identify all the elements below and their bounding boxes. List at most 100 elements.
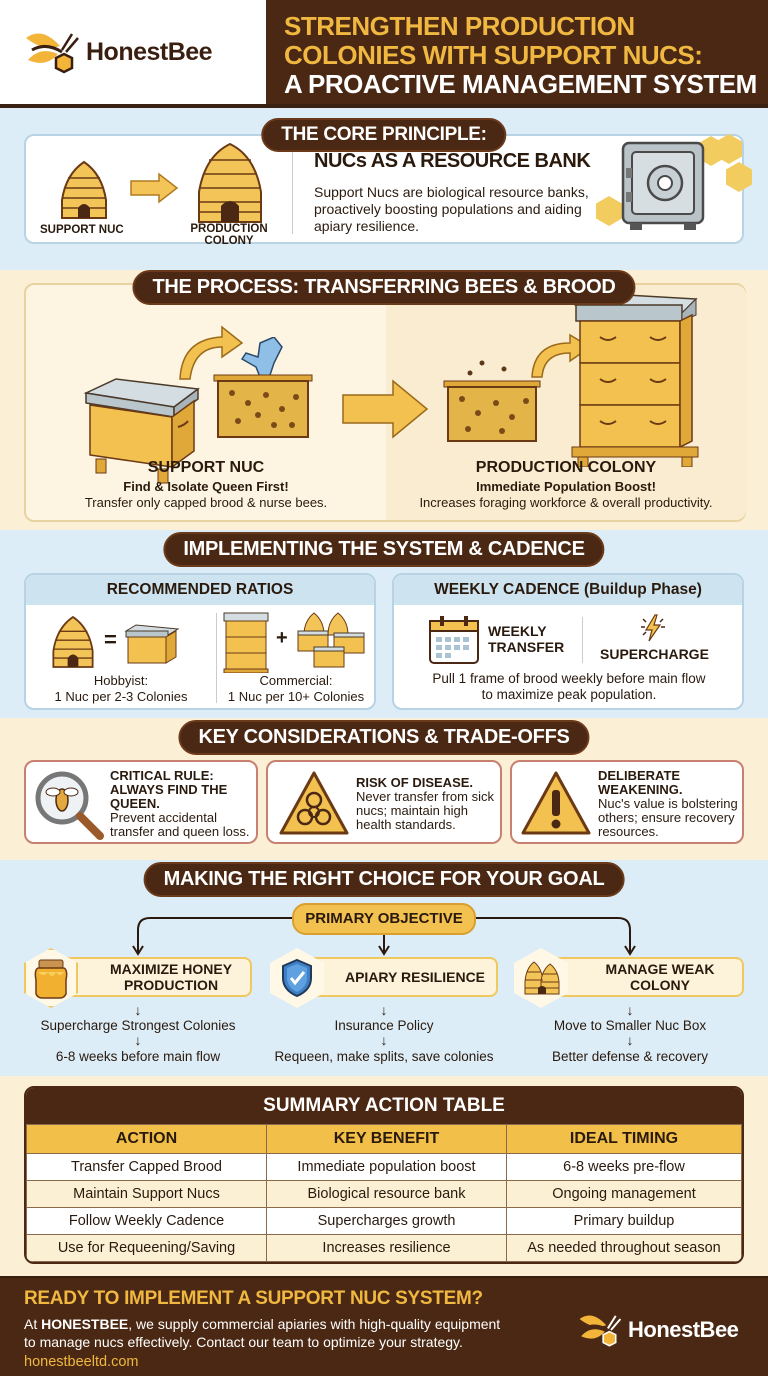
- choice-section: MAKING THE RIGHT CHOICE FOR YOUR GOAL PR…: [0, 860, 768, 1076]
- consideration-card-disease: RISK OF DISEASE. Never transfer from sic…: [266, 760, 502, 844]
- supercharge-label: SUPERCHARGE: [600, 646, 709, 662]
- branch-weak-colony[interactable]: MANAGE WEAK COLONY: [540, 957, 744, 997]
- warning-icon: [521, 771, 591, 835]
- consideration-title: DELIBERATE WEAKENING.: [598, 768, 683, 797]
- nuc-group-icon: [297, 612, 365, 668]
- lightning-icon: [641, 614, 665, 642]
- consideration-description: Nuc's value is bolstering others; ensure…: [598, 796, 738, 839]
- arrow-down-icon: ↓: [626, 1002, 634, 1018]
- footer-text-prefix: At: [24, 1316, 42, 1332]
- cadence-text-1: Pull 1 frame of brood weekly before main…: [432, 671, 706, 686]
- cell-timing: As needed throughout season: [506, 1234, 742, 1262]
- branch-step-2: 6-8 weeks before main flow: [55, 1049, 221, 1064]
- production-colony-title: PRODUCTION COLONY: [475, 459, 657, 476]
- cell-timing: 6-8 weeks pre-flow: [506, 1153, 742, 1181]
- biohazard-icon: [279, 771, 349, 835]
- branch-step-1: Supercharge Strongest Colonies: [40, 1018, 236, 1033]
- arrow-down-icon: ↓: [380, 1002, 388, 1018]
- bee-logo-icon: [579, 1315, 622, 1347]
- summary-grid: ACTION KEY BENEFIT IDEAL TIMING Transfer…: [26, 1124, 742, 1262]
- production-hive-icon: [571, 292, 699, 467]
- process-right-text: PRODUCTION COLONY Immediate Population B…: [386, 459, 746, 510]
- magnifier-bee-icon: [35, 771, 104, 840]
- cadence-title: WEEKLY CADENCE (Buildup Phase): [394, 575, 742, 605]
- cell-benefit: Supercharges growth: [266, 1207, 507, 1235]
- footer: READY TO IMPLEMENT A SUPPORT NUC SYSTEM?…: [0, 1276, 768, 1376]
- considerations-section: KEY CONSIDERATIONS & TRADE-OFFS CRITICAL…: [0, 718, 768, 860]
- branch-resilience[interactable]: APIARY RESILIENCE: [296, 957, 498, 997]
- branch-label-line-1: MAXIMIZE HONEY: [109, 961, 233, 977]
- process-left-text: SUPPORT NUC Find & Isolate Queen First! …: [26, 459, 386, 510]
- flow-connectors: [132, 917, 636, 956]
- choice-pill: MAKING THE RIGHT CHOICE FOR YOUR GOAL: [143, 862, 625, 897]
- nuc-box-icon: [83, 378, 200, 484]
- shield-check-icon: [282, 958, 312, 998]
- summary-title: SUMMARY ACTION TABLE: [26, 1088, 742, 1124]
- arrow-down-icon: ↓: [134, 1032, 142, 1048]
- implement-section: IMPLEMENTING THE SYSTEM & CADENCE RECOMM…: [0, 530, 768, 718]
- title-line-2: COLONIES WITH SUPPORT NUCS:: [284, 40, 703, 70]
- skeps-icon: [524, 961, 560, 995]
- curved-arrow-icon: [179, 325, 244, 380]
- branch-label-line-2: PRODUCTION: [123, 977, 219, 993]
- consideration-description: Never transfer from sick nucs; maintain …: [356, 789, 494, 832]
- core-text: Support Nucs are biological resource ban…: [314, 184, 589, 234]
- arrow-down-icon: ↓: [626, 1032, 634, 1048]
- logo[interactable]: HonestBee: [0, 0, 266, 104]
- cell-benefit: Biological resource bank: [266, 1180, 507, 1208]
- cell-timing: Ongoing management: [506, 1180, 742, 1208]
- commercial-label: Commercial:: [259, 673, 333, 688]
- footer-logo[interactable]: HonestBee: [576, 1308, 739, 1352]
- footer-text-2: to manage nucs effectively. Contact our …: [24, 1334, 463, 1350]
- branch-honey[interactable]: MAXIMIZE HONEY PRODUCTION: [50, 957, 252, 997]
- title-line-1: STRENGTHEN PRODUCTION: [284, 11, 635, 41]
- commercial-value: 1 Nuc per 10+ Colonies: [227, 689, 365, 704]
- calendar-icon: [429, 616, 479, 664]
- skep-large-icon: [198, 142, 262, 223]
- consideration-text: CRITICAL RULE: ALWAYS FIND THE QUEEN. Pr…: [110, 769, 254, 839]
- process-card: SUPPORT NUC Find & Isolate Queen First! …: [24, 283, 746, 522]
- ratios-card: RECOMMENDED RATIOS = +: [24, 573, 376, 710]
- cell-action: Transfer Capped Brood: [26, 1153, 267, 1181]
- production-colony-text: Increases foraging workforce & overall p…: [419, 495, 713, 510]
- footer-brand-name: HonestBee: [628, 1317, 739, 1342]
- cadence-text-2: to maximize peak population.: [481, 687, 657, 702]
- hobbyist-value: 1 Nuc per 2-3 Colonies: [54, 689, 188, 704]
- cell-benefit: Immediate population boost: [266, 1153, 507, 1181]
- considerations-pill: KEY CONSIDERATIONS & TRADE-OFFS: [178, 720, 590, 755]
- process-pill: THE PROCESS: TRANSFERRING BEES & BROOD: [132, 270, 636, 305]
- table-row: Follow Weekly Cadence Supercharges growt…: [26, 1207, 742, 1235]
- support-nuc-title: SUPPORT NUC: [147, 459, 265, 476]
- honey-jar-icon: [34, 959, 68, 999]
- big-arrow-icon: [342, 379, 429, 439]
- brand-name: HonestBee: [86, 37, 213, 66]
- production-label-line-2: COLONY: [204, 235, 254, 247]
- divider: [292, 148, 293, 234]
- consideration-title: RISK OF DISEASE.: [356, 775, 474, 790]
- process-section: THE PROCESS: TRANSFERRING BEES & BROOD: [0, 270, 768, 530]
- footer-text-1: , we supply commercial apiaries with hig…: [128, 1316, 501, 1332]
- summary-table: SUMMARY ACTION TABLE ACTION KEY BENEFIT …: [24, 1086, 744, 1264]
- core-heading: NUCs AS A RESOURCE BANK: [314, 150, 591, 172]
- footer-heading: READY TO IMPLEMENT A SUPPORT NUC SYSTEM?: [24, 1288, 483, 1309]
- branch-step-2: Better defense & recovery: [551, 1049, 709, 1064]
- core-principle-section: THE CORE PRINCIPLE: SUPPORT NUC PRODUCTI…: [0, 108, 768, 270]
- column-header-action: ACTION: [26, 1124, 267, 1154]
- header: HonestBee STRENGTHEN PRODUCTION COLONIES…: [0, 0, 768, 108]
- arrow-right-icon: [130, 172, 179, 204]
- page-title: STRENGTHEN PRODUCTION COLONIES WITH SUPP…: [266, 0, 768, 104]
- branch-step-2: Requeen, make splits, save colonies: [274, 1049, 494, 1064]
- primary-objective: PRIMARY OBJECTIVE: [292, 903, 476, 935]
- arrow-down-icon: ↓: [134, 1002, 142, 1018]
- consideration-text: RISK OF DISEASE. Never transfer from sic…: [356, 776, 498, 832]
- core-principle-card: SUPPORT NUC PRODUCTION COLONY NUCs AS A …: [24, 134, 752, 247]
- cell-action: Maintain Support Nucs: [26, 1180, 267, 1208]
- weekly-label: WEEKLY: [488, 623, 547, 639]
- column-header-benefit: KEY BENEFIT: [266, 1124, 507, 1154]
- table-row: Use for Requeening/Saving Increases resi…: [26, 1234, 742, 1262]
- branch-label: MANAGE WEAK COLONY: [605, 961, 715, 993]
- weekly-transfer-label: WEEKLY TRANSFER: [488, 623, 564, 655]
- branch-label: APIARY RESILIENCE: [344, 969, 486, 985]
- hive-stack-icon: [223, 612, 269, 673]
- footer-url-link[interactable]: honestbeeltd.com: [24, 1354, 139, 1370]
